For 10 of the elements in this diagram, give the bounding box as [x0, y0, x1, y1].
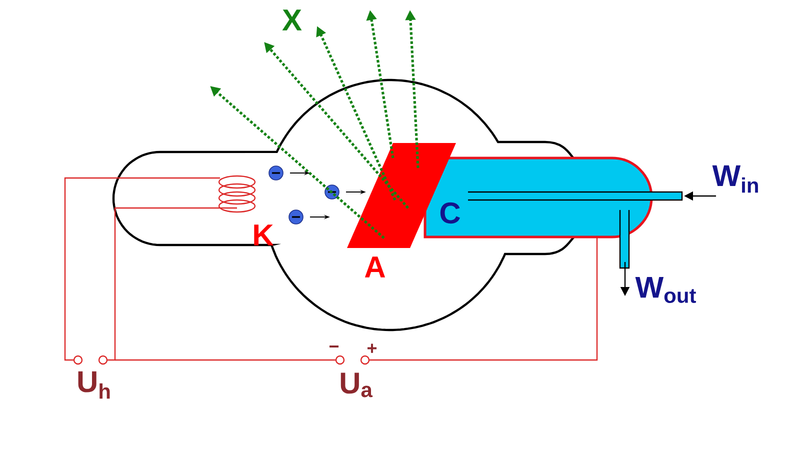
label: X — [282, 10, 302, 30]
label: K — [254, 224, 274, 246]
label: + — [368, 344, 377, 353]
label: − — [330, 346, 339, 348]
label: W$_{in}$ — [712, 165, 758, 193]
label: U$_{a}$ — [340, 372, 373, 398]
label: U$_{h}$ — [78, 371, 110, 399]
label: W$_{out}$ — [635, 277, 696, 303]
label: A — [364, 256, 386, 278]
label: C — [440, 202, 460, 224]
